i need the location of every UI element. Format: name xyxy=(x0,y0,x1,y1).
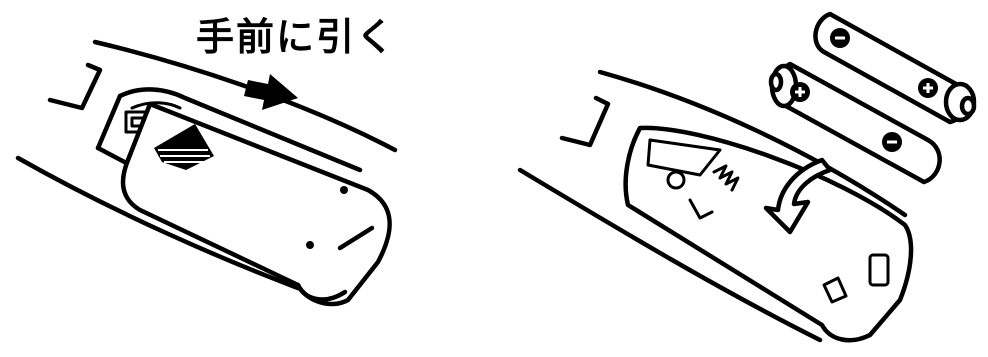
instruction-label: 手前に引く xyxy=(196,15,397,59)
pull-arrow-icon xyxy=(244,74,298,110)
insert-arrow-icon xyxy=(763,157,833,235)
battery-cover xyxy=(120,101,392,307)
battery-bottom xyxy=(768,61,942,185)
battery-top xyxy=(813,11,977,125)
remote-right xyxy=(517,69,914,343)
